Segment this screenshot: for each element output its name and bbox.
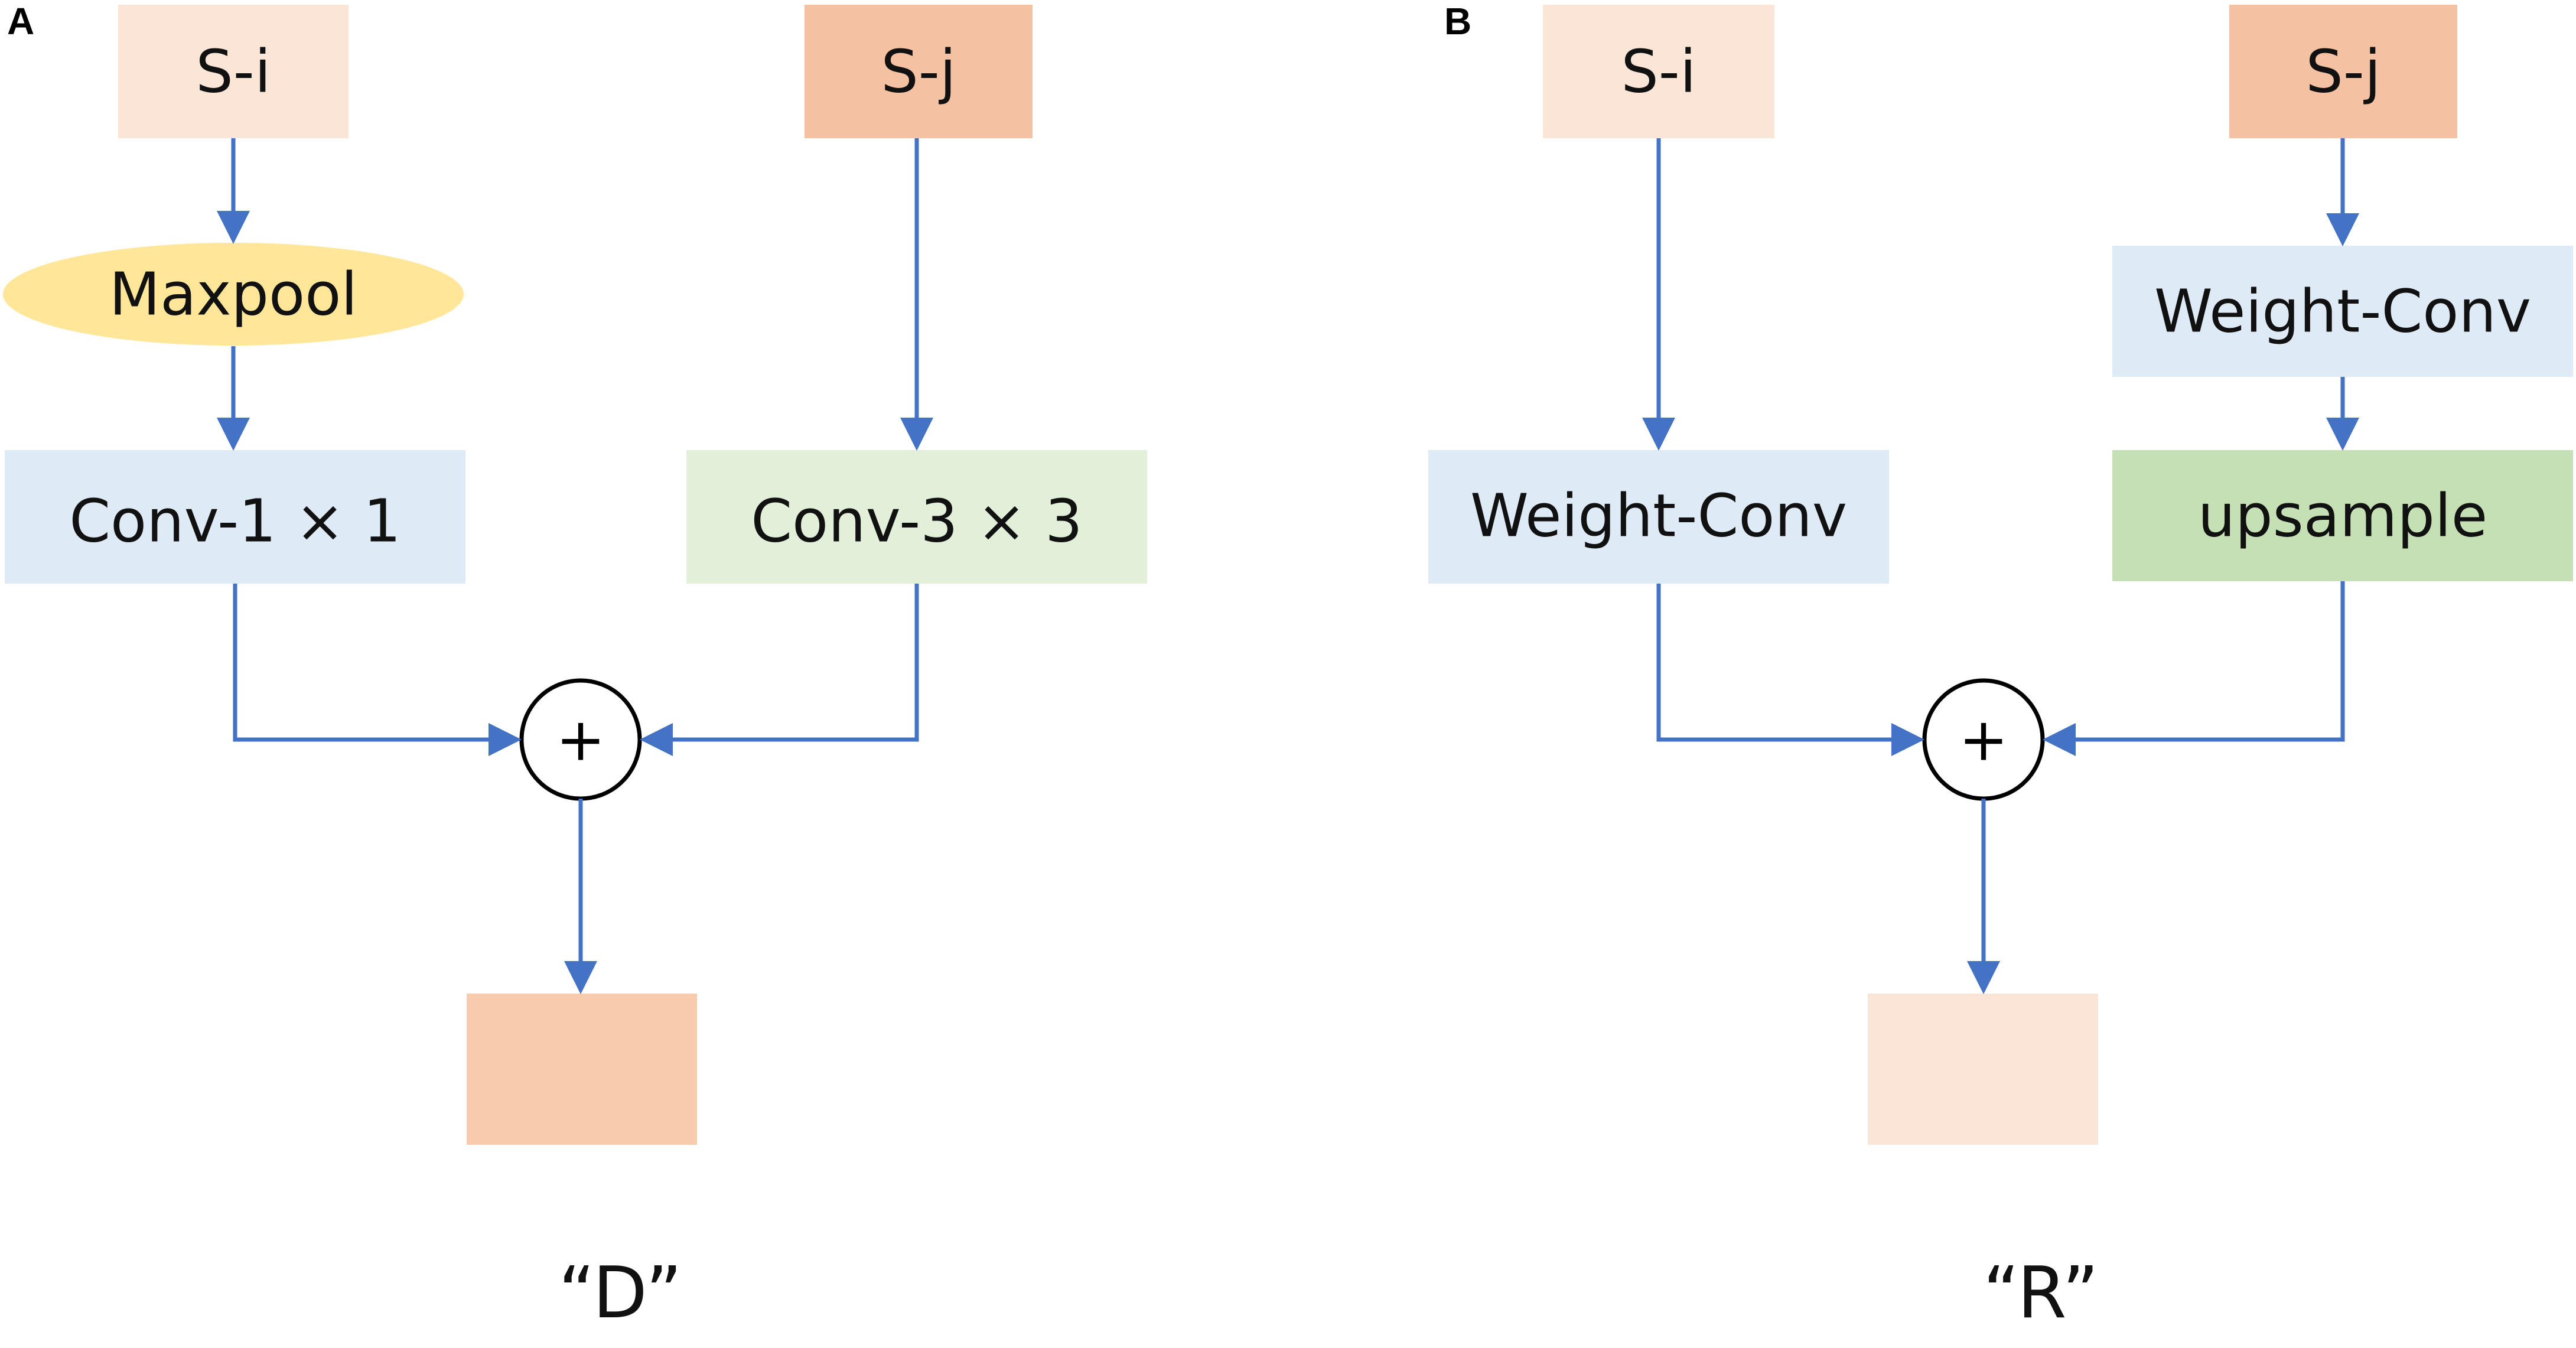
panel-b-upsample-rect [2112,450,2573,581]
panel-a-maxpool-ellipse [3,243,464,346]
panel-b-si-box: S-i [1543,5,1774,138]
panel-b-upsample-box: upsample [2112,450,2573,581]
panel-b-weightconv-right-label: Weight-Conv [2154,277,2531,346]
panel-b-sum-node: + [1922,678,2045,801]
panel-a-conv1x1-rect [5,450,465,584]
panel-b-si-rect [1543,5,1774,138]
panel-a-caption: “D” [558,1252,682,1334]
panel-b-sj-rect [2229,5,2457,138]
panel-b-plus-icon: + [1959,705,2008,774]
panel-a-plus-icon: + [556,705,605,774]
panel-a-maxpool-label: Maxpool [109,260,357,329]
panel-a-output-box [467,994,697,1145]
panel-b-weightconv-left-rect [1428,450,1889,584]
panel-a-label: A [7,0,34,43]
panel-a-conv3x3-rect [686,450,1147,584]
panel-a-sj-label: S-j [881,37,956,106]
panel-a-conv3x3-label: Conv-3 × 3 [751,487,1083,556]
panel-a-si-box: S-i [118,5,349,138]
panel-b-weightconv-right-box: Weight-Conv [2112,246,2573,377]
panel-a-conv3x3-box: Conv-3 × 3 [686,450,1147,584]
panel-a-sj-rect [805,5,1033,138]
panel-b-upsample-label: upsample [2198,481,2487,551]
panel-b-si-label: S-i [1621,37,1696,106]
panel-a-arrow-conv3-sum [640,584,919,756]
panel-a-sj-box: S-j [805,5,1033,138]
panel-a-maxpool-node: Maxpool [3,243,464,346]
panel-b: B S-i S-j Weight-Conv upsample Weight-Co… [1428,0,2573,1334]
panel-b-arrow-weightconv-sum [1656,584,1924,756]
panel-a-conv1x1-box: Conv-1 × 1 [5,450,465,584]
panel-a-conv1x1-label: Conv-1 × 1 [69,487,401,556]
panel-a-si-label: S-i [196,37,271,106]
panel-b-caption: “R” [1983,1252,2099,1334]
panel-a-arrow-conv1-sum [233,584,522,756]
panel-b-sj-box: S-j [2229,5,2457,138]
panel-a: A S-i S-j Maxpool Conv-1 × 1 Conv-3 × 3 [3,0,1147,1334]
panel-b-weightconv-left-label: Weight-Conv [1470,481,1847,551]
panel-a-si-rect [118,5,349,138]
panel-b-arrow-upsample-sum [2043,581,2345,756]
panel-b-label: B [1444,0,1471,43]
panel-b-output-box [1868,994,2098,1145]
panel-b-sj-label: S-j [2305,37,2380,106]
panel-b-weightconv-left-box: Weight-Conv [1428,450,1889,584]
panel-b-weightconv-right-rect [2112,246,2573,377]
panel-a-sum-node: + [519,678,642,801]
